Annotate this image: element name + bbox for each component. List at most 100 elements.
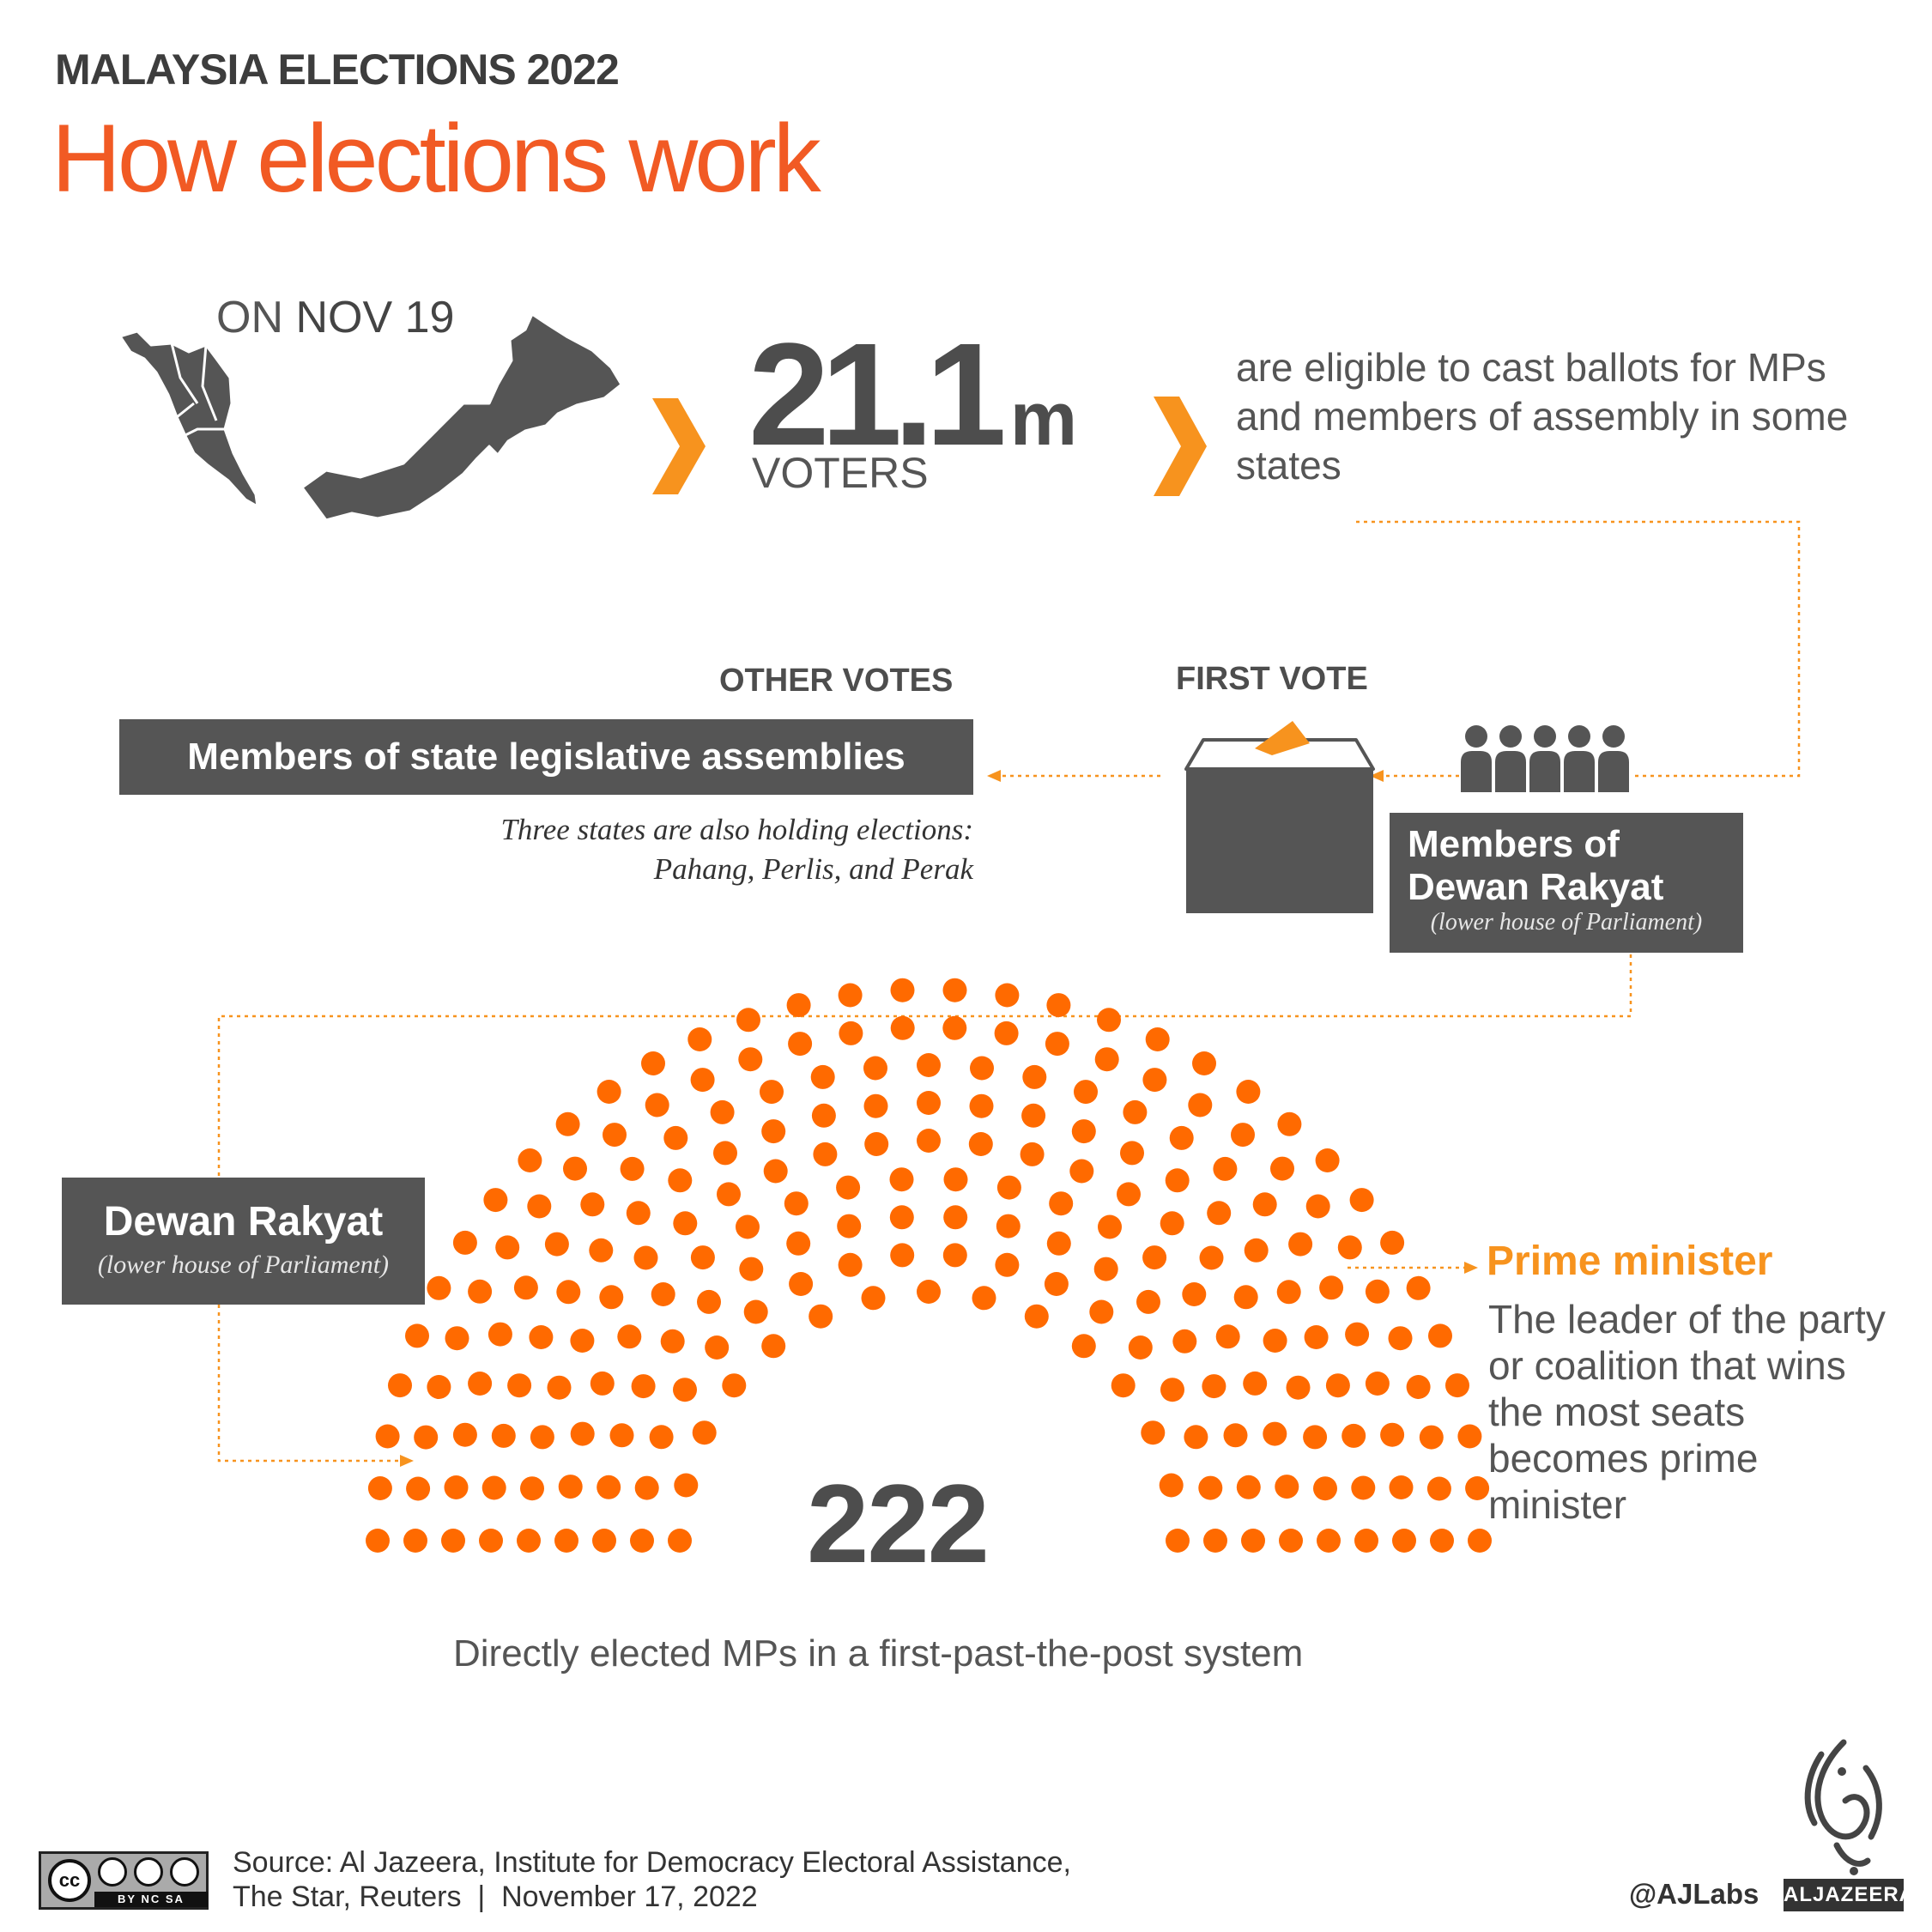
seat-dot (710, 1099, 735, 1124)
seat-dot (441, 1529, 465, 1553)
date-value: NOV 19 (295, 293, 455, 342)
seat-dot (1270, 1156, 1294, 1181)
seat-dot (890, 978, 915, 1002)
seat-dot (570, 1329, 595, 1353)
creative-commons-icon: cc BY NC SA (39, 1851, 209, 1910)
seat-dot (651, 1282, 675, 1306)
seat-dot (633, 1245, 658, 1270)
arrowhead-left (1370, 770, 1384, 782)
seat-dot (736, 1008, 760, 1033)
seat-dot (995, 983, 1020, 1008)
seat-dot (1184, 1425, 1208, 1450)
seat-dot (547, 1375, 572, 1400)
seat-dot (1160, 1211, 1184, 1236)
arrowheads (400, 770, 1478, 1467)
seat-dot (1117, 1182, 1141, 1207)
seat-dot (942, 978, 967, 1002)
seat-dot (1046, 993, 1071, 1018)
seat-dot (1142, 1245, 1167, 1270)
seat-dot (1286, 1375, 1311, 1400)
seat-dot (444, 1475, 469, 1499)
dewan-rakyat-box: Dewan Rakyat (lower house of Parliament) (62, 1178, 425, 1305)
seat-dot (520, 1476, 544, 1501)
seat-dot (1303, 1425, 1328, 1450)
seat-dot (994, 1021, 1019, 1045)
seat-dot (1128, 1335, 1153, 1360)
seat-dot (863, 1093, 888, 1118)
chevron-right-icon (1154, 397, 1207, 496)
seat-dot (1192, 1051, 1216, 1075)
seat-dot (668, 1529, 692, 1553)
seat-dot (590, 1371, 615, 1396)
seat-dot (556, 1280, 581, 1305)
seat-dot (388, 1373, 412, 1398)
seat-dot (1022, 1064, 1047, 1089)
seat-dot (1380, 1422, 1405, 1447)
seat-dot (1111, 1373, 1136, 1398)
seat-dot (1388, 1326, 1413, 1351)
dewan-rakyat-subtitle: (lower house of Parliament) (97, 1251, 390, 1279)
ballot-box-body (1186, 769, 1373, 913)
seat-dot (1243, 1371, 1268, 1396)
seat-dot (943, 1167, 968, 1192)
seat-dot (1389, 1475, 1414, 1499)
seat-dot (1263, 1329, 1287, 1353)
voters-label: VOTERS (752, 449, 929, 497)
election-date: ON NOV 19 (216, 292, 454, 343)
seat-dot (1349, 1188, 1374, 1213)
ballot-paper (1255, 721, 1310, 755)
seat-dot (809, 1304, 833, 1329)
seat-dot (1354, 1529, 1378, 1553)
seat-dot (452, 1422, 477, 1447)
seat-dot (599, 1285, 624, 1310)
seat-dot (620, 1156, 645, 1181)
seat-dot (617, 1324, 642, 1349)
state-elections-note: Three states are also holding elections:… (326, 810, 973, 889)
seat-dot (1365, 1279, 1390, 1304)
seat-dot (861, 1286, 886, 1311)
mps-title: Members of Dewan Rakyat (1408, 823, 1664, 908)
seat-dot (634, 1475, 659, 1500)
seat-dot (839, 1021, 863, 1045)
seat-dot (609, 1423, 634, 1448)
arrowhead-right (400, 1455, 414, 1467)
seat-dot (1319, 1275, 1344, 1300)
seat-dot (813, 1142, 838, 1166)
seats-caption: Directly elected MPs in a first-past-the… (453, 1632, 1304, 1675)
seat-dot (692, 1420, 717, 1445)
seat-dot (942, 1243, 967, 1268)
seat-dot (527, 1194, 552, 1219)
seat-dot (1341, 1423, 1366, 1448)
seat-dot (468, 1372, 493, 1396)
seat-dot (838, 983, 863, 1008)
seat-dot (1120, 1141, 1144, 1166)
seat-dot (1345, 1322, 1370, 1347)
seat-dot (1093, 1257, 1118, 1281)
seat-count: 222 (807, 1461, 990, 1586)
seat-dot (1199, 1245, 1224, 1270)
state-assemblies-box: Members of state legislative assemblies (119, 719, 973, 795)
seat-dot (717, 1182, 741, 1207)
overline: MALAYSIA ELECTIONS 2022 (55, 45, 620, 94)
seat-dot (1365, 1372, 1390, 1396)
chevron-right-icon (652, 398, 706, 494)
seat-dot (1351, 1475, 1376, 1500)
source-line1: Source: Al Jazeera, Institute for Democr… (233, 1846, 1071, 1879)
prime-minister-description: The leader of the party or coalition tha… (1488, 1297, 1886, 1527)
seat-dot (1069, 1159, 1094, 1184)
eligibility-text: are eligible to cast ballots for MPs and… (1236, 345, 1849, 488)
seat-dot (996, 1175, 1021, 1200)
seat-dot (1457, 1424, 1482, 1449)
seat-dot (544, 1232, 569, 1257)
person-head (1465, 725, 1487, 748)
seat-dot (513, 1275, 538, 1300)
seat-dot (479, 1529, 503, 1553)
person-body (1493, 749, 1528, 794)
seat-dot (942, 1015, 967, 1040)
seat-dot (1215, 1324, 1240, 1349)
seat-dot (970, 1056, 994, 1081)
seat-dot (1325, 1373, 1350, 1398)
seat-dot (663, 1125, 688, 1150)
seat-dot (1198, 1475, 1223, 1500)
